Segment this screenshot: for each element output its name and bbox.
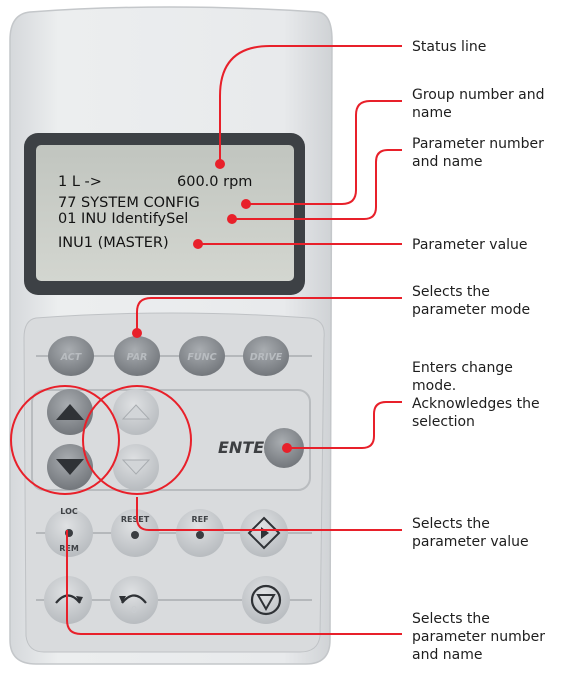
arrow-key-frame	[31, 389, 311, 491]
enter-key-label: ENTER	[218, 438, 276, 457]
func-key: FUNC	[179, 336, 225, 376]
lcd-screen	[36, 145, 294, 281]
callout-parameter: Parameter number and name	[412, 136, 544, 170]
callout-enter: Enters change mode. Acknowledges the sel…	[412, 360, 540, 430]
reverse-key: 0	[110, 576, 158, 624]
par-key: PAR	[114, 336, 160, 376]
callout-lines	[66, 45, 402, 635]
double-up-key	[47, 389, 93, 435]
lcd-group-line: 77 SYSTEM CONFIG	[58, 195, 200, 211]
loc-key-label: LOC	[60, 507, 78, 516]
callout-dots	[132, 159, 292, 453]
act-key: ACT	[48, 336, 94, 376]
lcd-status-right: 600.0 rpm	[177, 174, 253, 190]
stop-key	[242, 576, 290, 624]
lcd-status-left: 1 L ->	[58, 174, 102, 190]
func-key-label: FUNC	[187, 352, 216, 363]
double-down-key	[47, 444, 93, 490]
drive-key: DRIVE	[243, 336, 289, 376]
rem-key-label: REM	[59, 544, 79, 553]
callout-select-value: Selects the parameter value	[412, 516, 529, 550]
lcd-value-line: INU1 (MASTER)	[58, 235, 169, 251]
callout-group: Group number and name	[412, 87, 545, 121]
reset-key: RESET	[111, 509, 159, 557]
par-key-label: PAR	[127, 352, 148, 363]
reset-key-label: RESET	[121, 515, 150, 524]
act-key-label: ACT	[60, 352, 83, 363]
up-key	[113, 389, 159, 435]
lcd-parameter-line: 01 INU IdentifySel	[58, 211, 189, 227]
down-key	[113, 444, 159, 490]
callout-circles	[10, 385, 192, 495]
ref-key: REF	[176, 509, 224, 557]
ref-key-label: REF	[191, 515, 208, 524]
start-key	[240, 509, 288, 557]
callout-status-line: Status line	[412, 39, 487, 55]
drive-key-label: DRIVE	[250, 352, 283, 363]
callout-value: Parameter value	[412, 237, 528, 253]
callout-select-param: Selects the parameter number and name	[412, 611, 545, 663]
callout-par-mode: Selects the parameter mode	[412, 284, 531, 318]
svg-text:0: 0	[131, 605, 137, 616]
